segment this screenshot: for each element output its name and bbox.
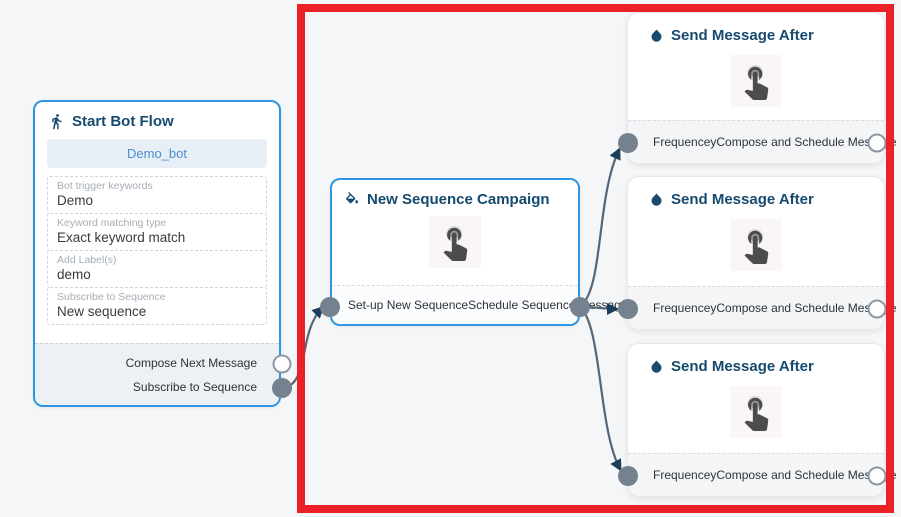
new-sequence-campaign-node[interactable]: New Sequence Campaign Set-up New Sequenc… — [330, 178, 628, 326]
field-label: Subscribe to Sequence — [57, 291, 166, 303]
start-bot-flow-node[interactable]: Start Bot Flow Demo_bot Bot trigger keyw… — [33, 100, 281, 407]
output-subscribe-to-sequence[interactable]: Subscribe to Sequence — [132, 379, 257, 394]
paint-bucket-icon — [344, 191, 360, 208]
configure-action-button[interactable] — [429, 216, 481, 268]
field-add-labels[interactable]: Add Label(s) demo — [47, 250, 267, 288]
node-title: Send Message After — [671, 27, 814, 44]
node-header: Send Message After — [628, 344, 884, 375]
field-value: New sequence — [57, 304, 147, 319]
water-drop-icon — [649, 359, 664, 374]
tap-hand-icon — [744, 395, 769, 431]
send-message-after-node-2[interactable]: Send Message After Frequencey Compose an… — [627, 176, 897, 330]
water-drop-icon — [649, 28, 664, 43]
walking-person-icon — [48, 113, 65, 130]
node-footer: Frequencey Compose and Schedule Message — [628, 286, 897, 329]
node-body — [628, 375, 884, 449]
send-message-after-node-1[interactable]: Send Message After Frequencey Compose an… — [627, 12, 897, 164]
configure-action-button[interactable] — [730, 386, 782, 438]
node-body — [628, 44, 884, 118]
node-footer: Frequencey Compose and Schedule Message — [628, 120, 897, 163]
field-value: Demo — [57, 193, 94, 208]
node-title: New Sequence Campaign — [367, 191, 550, 208]
bot-name-button[interactable]: Demo_bot — [47, 139, 267, 168]
output-schedule-sequence-message[interactable]: Schedule Sequence Message — [468, 298, 628, 312]
tap-hand-icon — [443, 225, 468, 261]
input-frequencey[interactable]: Frequencey — [653, 135, 717, 149]
field-label: Keyword matching type — [57, 217, 167, 229]
tap-hand-icon — [744, 228, 769, 264]
node-body — [628, 208, 884, 282]
edge-schedule-to-send-3 — [579, 306, 622, 472]
edge-subscribe-to-setup — [281, 305, 325, 390]
field-value: demo — [57, 267, 91, 282]
node-title: Send Message After — [671, 358, 814, 375]
node-footer: Set-up New Sequence Schedule Sequence Me… — [332, 285, 628, 324]
node-title: Send Message After — [671, 191, 814, 208]
output-compose-and-schedule-message[interactable]: Compose and Schedule Message — [716, 135, 897, 149]
field-label: Bot trigger keywords — [57, 180, 153, 192]
input-frequencey[interactable]: Frequencey — [653, 468, 717, 482]
tap-hand-icon — [744, 64, 769, 100]
node-body — [332, 210, 578, 274]
configure-action-button[interactable] — [730, 219, 782, 271]
output-compose-and-schedule-message[interactable]: Compose and Schedule Message — [716, 301, 897, 315]
output-compose-next-message[interactable]: Compose Next Message — [125, 355, 257, 370]
configure-action-button[interactable] — [730, 55, 782, 107]
field-subscribe-to-sequence[interactable]: Subscribe to Sequence New sequence — [47, 287, 267, 325]
node-header: Start Bot Flow — [35, 102, 279, 137]
field-bot-trigger-keywords[interactable]: Bot trigger keywords Demo — [47, 176, 267, 214]
field-label: Add Label(s) — [57, 254, 117, 266]
node-footer: Frequencey Compose and Schedule Message — [628, 453, 897, 496]
output-compose-and-schedule-message[interactable]: Compose and Schedule Message — [716, 468, 897, 482]
node-header: Send Message After — [628, 177, 884, 208]
send-message-after-node-3[interactable]: Send Message After Frequencey Compose an… — [627, 343, 897, 497]
node-title: Start Bot Flow — [72, 113, 174, 130]
input-frequencey[interactable]: Frequencey — [653, 301, 717, 315]
node-footer: Compose Next Message Subscribe to Sequen… — [35, 343, 279, 405]
edge-schedule-to-send-1 — [579, 147, 621, 308]
water-drop-icon — [649, 192, 664, 207]
input-set-up-new-sequence[interactable]: Set-up New Sequence — [348, 298, 469, 312]
field-value: Exact keyword match — [57, 230, 186, 245]
field-list: Bot trigger keywords Demo Keyword matchi… — [47, 176, 267, 325]
node-header: New Sequence Campaign — [332, 180, 578, 210]
node-header: Send Message After — [628, 13, 884, 44]
field-keyword-matching-type[interactable]: Keyword matching type Exact keyword matc… — [47, 213, 267, 251]
